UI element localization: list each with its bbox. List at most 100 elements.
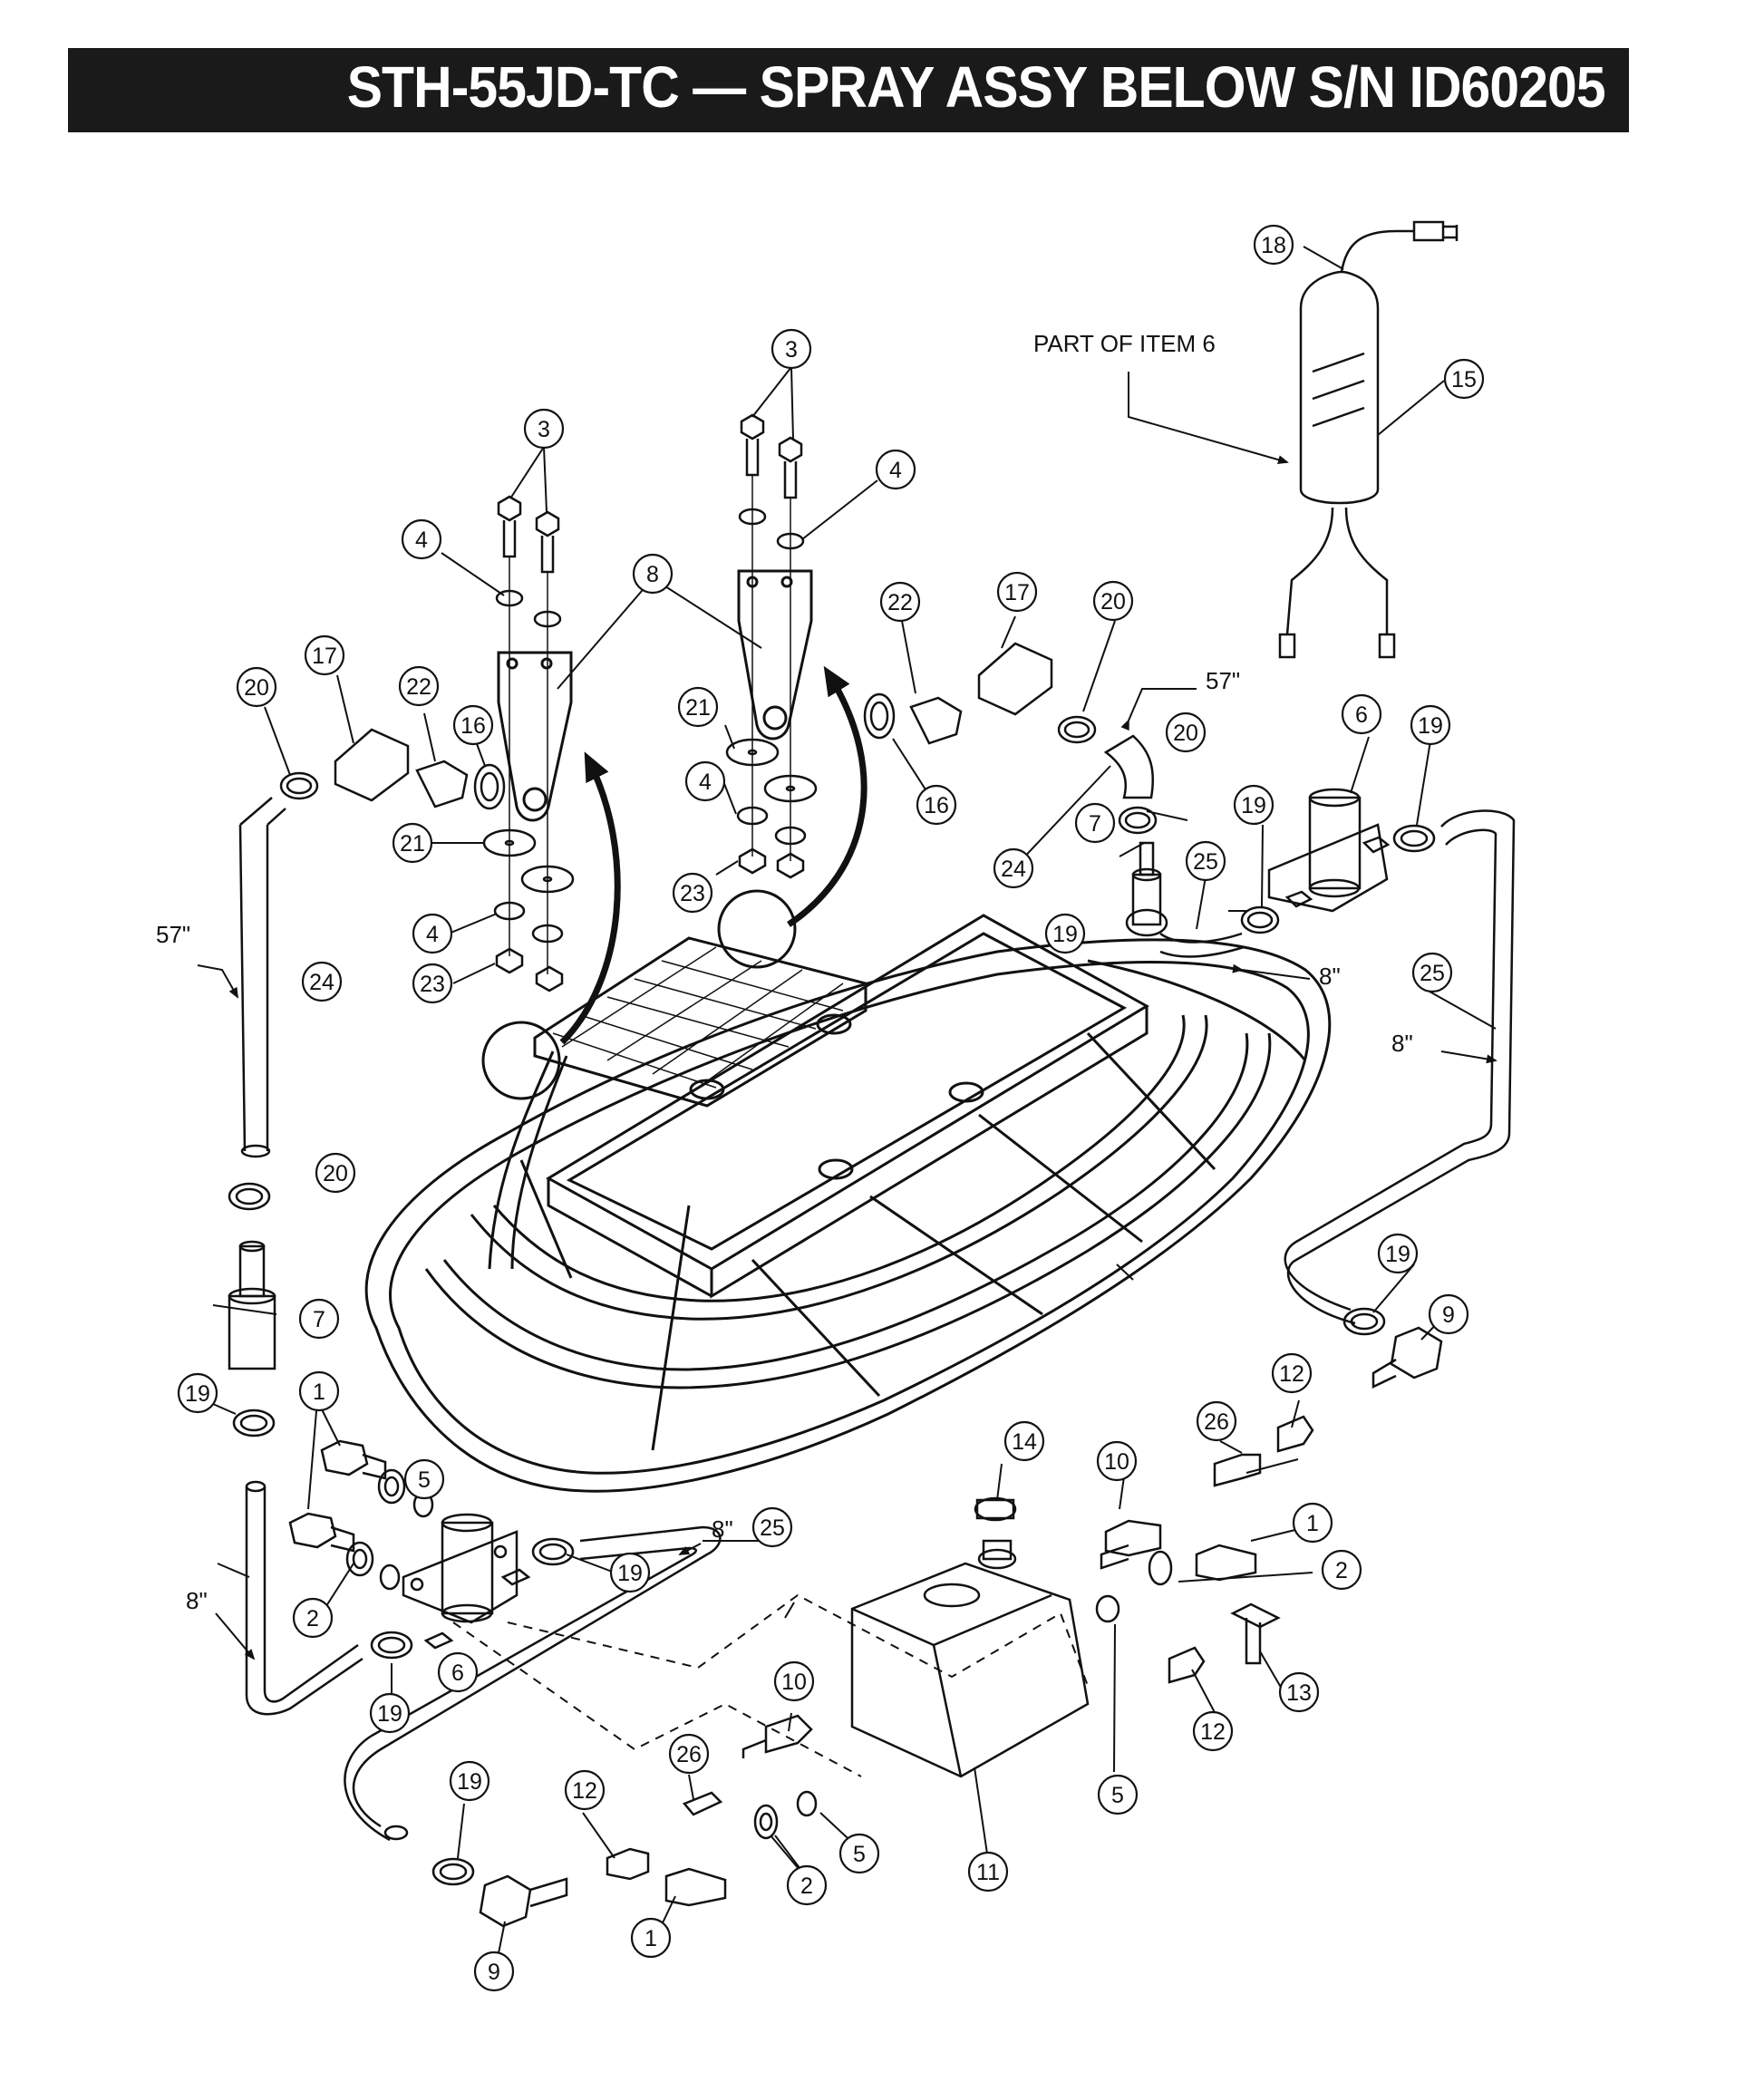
callout-1: 1 [1292, 1502, 1333, 1544]
callout-7: 7 [1074, 802, 1116, 844]
callout-13: 13 [1278, 1671, 1320, 1713]
callout-3: 3 [771, 328, 812, 370]
callout-circle [301, 961, 343, 1002]
callout-circle [1428, 1293, 1469, 1335]
callout-circle [1292, 1502, 1333, 1544]
callout-20: 20 [236, 666, 277, 708]
callout-circle [677, 686, 719, 728]
callout-19: 19 [177, 1372, 218, 1414]
callout-number: 10 [1104, 1449, 1129, 1475]
callout-25: 25 [1185, 840, 1226, 882]
right-fittings [606, 220, 1516, 1907]
callout-circle [412, 963, 453, 1004]
callout-circle [684, 760, 726, 802]
callout-22: 22 [398, 665, 440, 707]
callout-circle [838, 1833, 880, 1874]
nozzle-bracket-center [737, 569, 813, 741]
callout-circle [449, 1760, 490, 1802]
callout-26: 26 [668, 1733, 710, 1775]
callout-circle [369, 1692, 411, 1734]
callout-number: 19 [185, 1381, 210, 1407]
callout-9: 9 [1428, 1293, 1469, 1335]
callout-10: 10 [773, 1660, 815, 1702]
callout-number: 22 [887, 590, 913, 615]
callout-number: 19 [1241, 793, 1266, 818]
mount-arrows [559, 665, 867, 1045]
callout-23: 23 [412, 963, 453, 1004]
callout-14: 14 [1003, 1420, 1045, 1462]
callout-6: 6 [437, 1651, 479, 1693]
callout-number: 21 [685, 695, 711, 721]
callout-5: 5 [1097, 1774, 1139, 1815]
callout-number: 18 [1261, 233, 1286, 258]
callout-number: 20 [1100, 589, 1126, 615]
callout-20: 20 [315, 1152, 356, 1194]
callout-circle [771, 328, 812, 370]
callout-circle [672, 872, 713, 914]
callout-circle [751, 1506, 793, 1548]
callout-20: 20 [1092, 580, 1134, 622]
callout-circle [630, 1917, 672, 1959]
callout-19: 19 [1233, 784, 1275, 826]
hidden-lines [452, 1593, 1089, 1777]
callout-number: 1 [645, 1926, 657, 1951]
callout-number: 12 [572, 1778, 597, 1804]
callout-circle [298, 1298, 340, 1340]
callout-circle [875, 449, 916, 490]
callout-circle [403, 1458, 445, 1500]
callout-number: 7 [1089, 811, 1101, 837]
callout-number: 21 [400, 831, 425, 857]
callout-number: 16 [460, 713, 486, 739]
callout-3: 3 [523, 408, 565, 450]
callout-circle [916, 784, 957, 826]
callout-number: 8 [646, 562, 659, 587]
callout-26: 26 [1196, 1400, 1237, 1442]
note-57in-left: 57" [156, 921, 190, 948]
callout-1: 1 [630, 1917, 672, 1959]
callout-circle [177, 1372, 218, 1414]
callout-circle [437, 1651, 479, 1693]
callout-number: 9 [488, 1960, 500, 1985]
callout-8: 8 [632, 553, 674, 595]
callout-number: 3 [785, 337, 798, 363]
callout-circle [773, 1660, 815, 1702]
callout-circle [1092, 580, 1134, 622]
dimension-arrows [197, 372, 1497, 1660]
callout-16: 16 [452, 704, 494, 746]
note-8in-c: 8" [712, 1515, 733, 1543]
callout-number: 19 [1052, 922, 1078, 947]
callout-number: 9 [1442, 1302, 1455, 1328]
callout-number: 5 [853, 1842, 866, 1867]
callout-circle [632, 553, 674, 595]
callout-circle [1411, 952, 1453, 993]
callout-17: 17 [996, 571, 1038, 613]
callout-circle [1185, 840, 1226, 882]
callout-number: 19 [1418, 713, 1443, 739]
callout-number: 22 [406, 674, 431, 700]
callout-number: 23 [420, 972, 445, 997]
callout-number: 20 [1173, 721, 1198, 746]
callout-4: 4 [412, 913, 453, 954]
callout-4: 4 [684, 760, 726, 802]
callout-17: 17 [304, 634, 345, 676]
callout-number: 17 [312, 644, 337, 669]
callout-number: 4 [415, 528, 428, 553]
callout-21: 21 [677, 686, 719, 728]
callout-2: 2 [292, 1597, 334, 1639]
callout-circle [1321, 1549, 1362, 1591]
callout-circle [668, 1733, 710, 1775]
callout-10: 10 [1096, 1440, 1138, 1482]
note-57in-right: 57" [1206, 667, 1240, 694]
callout-number: 19 [617, 1561, 643, 1586]
callout-circle [1097, 1774, 1139, 1815]
callout-number: 4 [426, 922, 439, 947]
callout-number: 10 [781, 1670, 807, 1695]
callout-circle [523, 408, 565, 450]
callout-number: 25 [1420, 961, 1445, 986]
callout-number: 24 [309, 970, 334, 995]
callout-circle [315, 1152, 356, 1194]
callout-circle [452, 704, 494, 746]
callout-number: 25 [1193, 849, 1218, 875]
callout-number: 1 [313, 1379, 325, 1405]
